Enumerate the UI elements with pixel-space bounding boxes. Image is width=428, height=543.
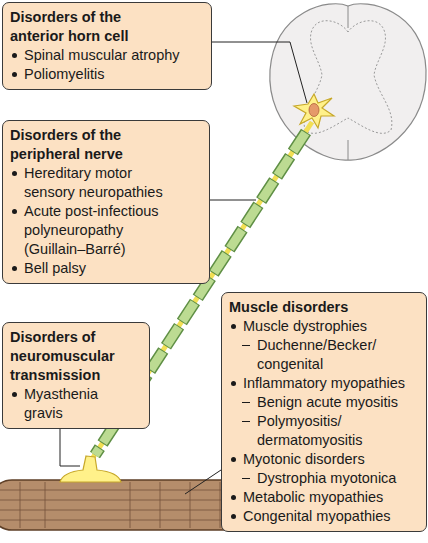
list-item: Metabolic myopathies [229, 488, 419, 507]
list-item: Benign acute myositis [229, 393, 419, 412]
box-heading-row: Disorders of the anterior horn cell [10, 8, 204, 46]
bullet-mark [12, 171, 17, 176]
bullet-mark [231, 381, 236, 386]
list-item: Bell palsy [10, 259, 202, 278]
box-heading-row: Disorders of neuromuscular transmission [10, 328, 142, 385]
bullet-mark [231, 514, 236, 519]
motor-neuron [294, 94, 334, 128]
list-item: Inflammatory myopathies [229, 374, 419, 393]
list-item: Myasthenia gravis [10, 385, 142, 423]
bullet-mark [12, 53, 17, 58]
median-fissure [348, 140, 349, 160]
spinal-cord [270, 4, 426, 160]
list-text: Muscle dystrophies [243, 317, 419, 336]
list-text: Polymyositis/ dermatomyositis [257, 412, 407, 450]
leader-line [210, 200, 256, 201]
list-item: Polymyositis/ dermatomyositis [229, 412, 419, 450]
bullet-mark [231, 324, 236, 329]
list-item: Acute post-infectious polyneuropathy (Gu… [10, 202, 202, 259]
box-heading: Muscle disorders [229, 298, 409, 317]
bullet-mark [12, 266, 17, 271]
list-text: Acute post-infectious polyneuropathy (Gu… [24, 202, 174, 259]
list-text: Myotonic disorders [243, 450, 419, 469]
dash-mark [242, 478, 250, 479]
list-item: Poliomyelitis [10, 65, 204, 84]
box-heading: Disorders of the peripheral nerve [10, 126, 160, 164]
list-item: Dystrophia myotonica [229, 469, 419, 488]
box-heading: Disorders of neuromuscular transmission [10, 328, 140, 385]
list-text: Metabolic myopathies [243, 488, 419, 507]
list-text: Benign acute myositis [257, 393, 407, 412]
neuromuscular-junction [60, 456, 121, 482]
box-heading: Disorders of the anterior horn cell [10, 8, 160, 46]
list-text: Dystrophia myotonica [257, 469, 407, 488]
dash-mark [242, 345, 250, 346]
dash-mark [242, 402, 250, 403]
leader-line [185, 470, 221, 494]
list-item: Duchenne/Becker/ congenital [229, 336, 419, 374]
list-item: Muscle dystrophies [229, 317, 419, 336]
list-item: Spinal muscular atrophy [10, 46, 204, 65]
list-text: Myasthenia gravis [24, 385, 129, 423]
list-text: Duchenne/Becker/ congenital [257, 336, 407, 374]
text-box: Disorders of the peripheral nerveHeredit… [2, 120, 210, 284]
list-text: Inflammatory myopathies [243, 374, 419, 393]
list-text: Congenital myopathies [243, 507, 419, 526]
list-item: Hereditary motor sensory neuropathies [10, 164, 202, 202]
list-text: Bell palsy [24, 259, 174, 278]
text-box: Disorders of the anterior horn cellSpina… [2, 2, 212, 90]
nucleus [309, 104, 319, 117]
bullet-mark [12, 72, 17, 77]
leader-line [212, 42, 307, 103]
list-text: Spinal muscular atrophy [24, 46, 204, 65]
bullet-mark [231, 495, 236, 500]
dash-mark [242, 421, 250, 422]
box-heading-row: Disorders of the peripheral nerve [10, 126, 202, 164]
list-item: Myotonic disorders [229, 450, 419, 469]
list-text: Poliomyelitis [24, 65, 204, 84]
leader-line [60, 426, 80, 466]
median-sulcus [348, 6, 349, 28]
bullet-mark [231, 457, 236, 462]
bullet-mark [12, 209, 17, 214]
box-heading-row: Muscle disorders [229, 298, 419, 317]
text-box: Muscle disordersMuscle dystrophiesDuchen… [221, 292, 427, 532]
text-box: Disorders of neuromuscular transmissionM… [2, 322, 150, 429]
list-text: Hereditary motor sensory neuropathies [24, 164, 174, 202]
list-item: Congenital myopathies [229, 507, 419, 526]
bullet-mark [12, 392, 17, 397]
